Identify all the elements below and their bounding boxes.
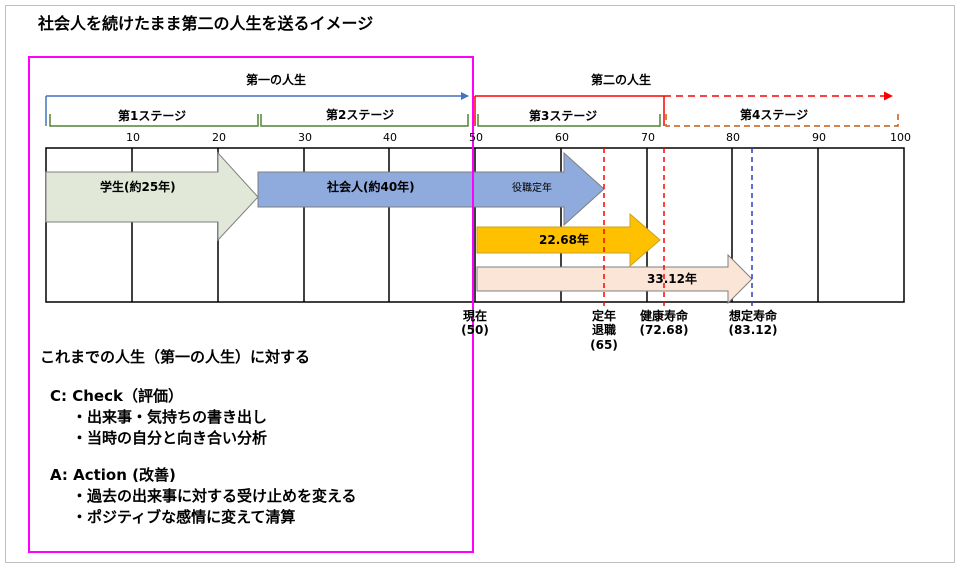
retire-note-label: 役職定年 [512, 183, 552, 194]
now-marker-label: 現在(50) [461, 309, 489, 338]
student-bar-label: 学生(約25年) [100, 180, 176, 194]
tick-label-100: 100 [890, 131, 911, 144]
action-item: ・過去の出来事に対する受け止めを変える [72, 487, 357, 505]
stage1-label: 第1ステージ [118, 109, 187, 123]
diagram-title: 社会人を続けたまま第二の人生を送るイメージ [38, 14, 374, 33]
student-bar [45, 151, 259, 242]
action-item: ・ポジティブな感情に変えて清算 [72, 508, 296, 526]
check-title: C: Check（評価） [50, 387, 183, 405]
tick-label-60: 60 [555, 131, 569, 144]
stage4-label: 第4ステージ [740, 108, 809, 122]
first-life-label: 第一の人生 [246, 73, 307, 87]
stage2-bracket [260, 114, 469, 127]
worker-bar-label: 社会人(約40年) [327, 180, 415, 194]
check-item: ・出来事・気持ちの書き出し [72, 408, 268, 426]
tick-label-80: 80 [726, 131, 740, 144]
tick-label-10: 10 [126, 131, 140, 144]
expected-marker-label: 想定寿命(83.12) [728, 309, 778, 338]
expected-life-bar [476, 253, 753, 305]
tick-label-50: 50 [469, 131, 483, 144]
tick-label-70: 70 [641, 131, 655, 144]
reflection-heading: これまでの人生（第一の人生）に対する [40, 348, 311, 366]
healthy-marker-label: 健康寿命(72.68) [639, 309, 689, 338]
retire-marker-label: 定年退職(65) [590, 309, 618, 352]
tick-label-40: 40 [383, 131, 397, 144]
tick-label-30: 30 [298, 131, 312, 144]
stage4-bracket [665, 114, 899, 127]
tick-label-90: 90 [812, 131, 826, 144]
expected-bar-label: 33.12年 [647, 272, 697, 286]
stage1-bracket [49, 114, 259, 127]
reflection-box [28, 56, 474, 553]
reflection-text: これまでの人生（第一の人生）に対する C: Check（評価） ・出来事・気持ち… [40, 346, 357, 527]
stage3-bracket [477, 114, 661, 127]
stage3-label: 第3ステージ [529, 109, 598, 123]
check-item: ・当時の自分と向き合い分析 [72, 429, 268, 447]
diagram-frame [5, 5, 955, 563]
healthy-bar-label: 22.68年 [539, 233, 589, 247]
stage2-label: 第2ステージ [326, 108, 395, 122]
worker-bar [257, 151, 605, 227]
healthy-life-bar [476, 212, 661, 268]
second-life-label: 第二の人生 [591, 73, 652, 87]
action-title: A: Action (改善) [50, 466, 176, 484]
tick-label-20: 20 [212, 131, 226, 144]
